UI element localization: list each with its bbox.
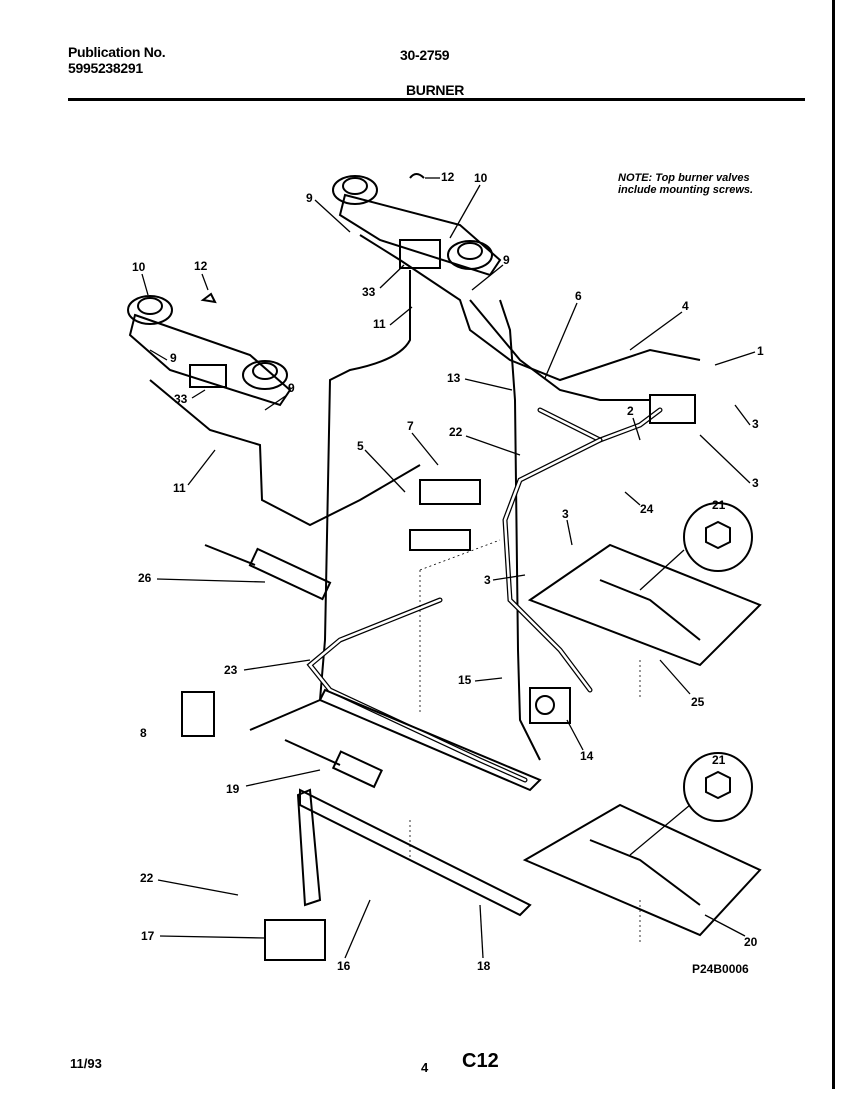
publication-number: 5995238291	[68, 60, 143, 76]
callout-25: 25	[691, 695, 705, 709]
callout-17: 17	[141, 929, 155, 943]
callout-10a: 10	[474, 171, 488, 185]
header-rule	[68, 98, 805, 101]
callout-13: 13	[447, 371, 461, 385]
callout-3a: 3	[752, 417, 759, 431]
tubing-lines	[149, 234, 701, 761]
callout-2: 2	[627, 404, 634, 418]
footer-page: 4	[421, 1060, 429, 1075]
callout-24: 24	[640, 502, 654, 516]
callout-11a: 11	[373, 317, 386, 331]
diagram-code: P24B0006	[692, 962, 749, 976]
callout-14: 14	[580, 749, 594, 763]
callout-18: 18	[477, 959, 491, 973]
callouts: 1 2 3 3 3 3 4 5 6 7 8 9 9 9 9 10 10 11 1…	[132, 170, 764, 973]
callout-22a: 22	[449, 425, 463, 439]
top-valve-assembly-right	[332, 173, 502, 277]
publication-label: Publication No.	[68, 44, 166, 60]
callout-9b: 9	[503, 253, 510, 267]
callout-8: 8	[140, 726, 147, 740]
callout-3c: 3	[562, 507, 569, 521]
callout-10b: 10	[132, 260, 146, 274]
note-line-1: NOTE: Top burner valves	[618, 172, 750, 184]
callout-22b: 22	[140, 871, 154, 885]
footer-date: 11/93	[70, 1056, 102, 1071]
note-line-2: include mounting screws.	[618, 184, 754, 196]
oven-burners	[299, 688, 542, 917]
callout-3b: 3	[752, 476, 759, 490]
callout-16: 16	[337, 959, 351, 973]
callout-9d: 9	[288, 381, 295, 395]
callout-1: 1	[757, 344, 764, 358]
callout-19: 19	[226, 782, 240, 796]
callout-9a: 9	[306, 191, 313, 205]
callout-21a: 21	[712, 498, 726, 512]
callout-15: 15	[458, 673, 472, 687]
callout-5: 5	[357, 439, 364, 453]
top-valve-assembly-left	[127, 292, 292, 407]
callout-11b: 11	[173, 481, 186, 495]
right-border	[832, 0, 835, 1089]
callout-12b: 12	[194, 259, 208, 273]
callout-21b: 21	[712, 753, 726, 767]
alignment-dashes	[409, 539, 641, 945]
callout-20: 20	[744, 935, 758, 949]
note-text: NOTE: Top burner valves include mounting…	[618, 172, 753, 196]
callout-4: 4	[682, 299, 689, 313]
callout-33b: 33	[174, 392, 188, 406]
manifold-tube	[306, 407, 663, 783]
valves	[264, 394, 696, 961]
nut-detail-circles	[629, 502, 753, 856]
callout-6: 6	[575, 289, 582, 303]
footer-code: C12	[462, 1050, 499, 1072]
callout-3d: 3	[484, 573, 491, 587]
callout-26: 26	[138, 571, 152, 585]
section-title: BURNER	[406, 82, 465, 98]
callout-33a: 33	[362, 285, 376, 299]
model-number: 30-2759	[400, 47, 450, 63]
callout-7: 7	[407, 419, 414, 433]
burner-baffles	[522, 543, 762, 937]
igniters	[181, 544, 383, 789]
callout-12a: 12	[441, 170, 455, 184]
callout-23: 23	[224, 663, 238, 677]
callout-9c: 9	[170, 351, 177, 365]
